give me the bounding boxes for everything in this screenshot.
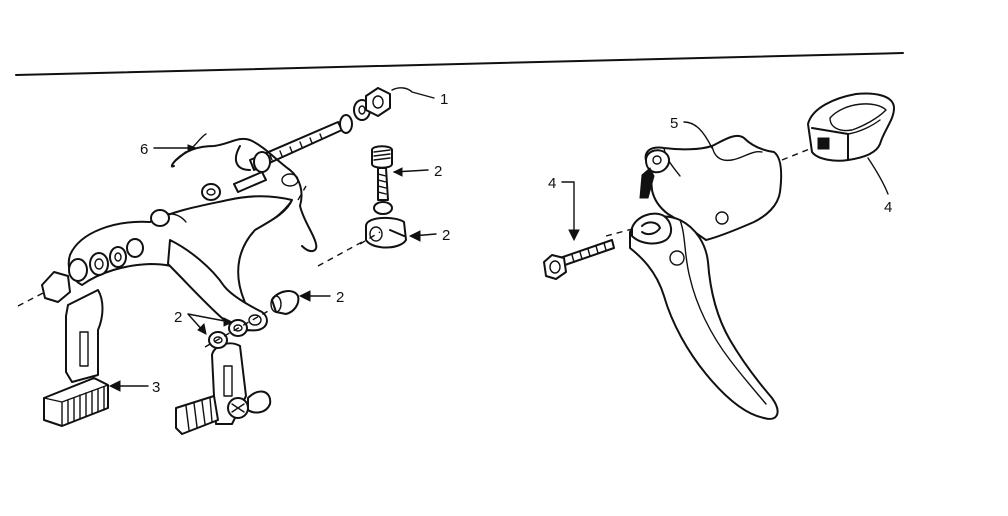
callout-4-clamp: 4 <box>884 199 892 216</box>
arm-hole <box>248 314 262 326</box>
shoe-wing <box>247 390 272 414</box>
housing-eye <box>645 149 670 174</box>
bolt-washer <box>339 114 353 134</box>
housing-hole <box>715 211 729 225</box>
callout-2-washers: 2 <box>174 309 182 326</box>
threaded-shaft <box>233 171 267 193</box>
callout-3: 3 <box>152 379 160 396</box>
shaft-washer <box>201 183 221 201</box>
separator-line <box>15 52 904 76</box>
callout-5: 5 <box>670 115 678 132</box>
lever-hole <box>669 250 685 266</box>
pivot-washer <box>109 246 127 268</box>
return-spring <box>175 137 318 252</box>
caliper-arm-lower <box>167 239 268 332</box>
callouts: 1 6 2 2 2 2 3 4 4 5 <box>108 87 892 396</box>
pivot-washer <box>150 209 170 227</box>
brake-shoe-holder-left <box>65 289 104 383</box>
callout-6: 6 <box>140 141 148 158</box>
brake-pad-ribs <box>67 386 105 424</box>
brake-pad-right <box>175 395 219 435</box>
cap-nut <box>271 290 300 315</box>
brake-lever-assembly <box>543 92 895 420</box>
bolt-head <box>253 151 271 173</box>
callout-2-adjuster: 2 <box>434 163 442 180</box>
pivot-bolt-head <box>543 254 567 280</box>
callout-2-capnut: 2 <box>336 289 344 306</box>
callout-4-bolt: 4 <box>548 175 556 192</box>
pivot-washer <box>68 258 88 282</box>
clamp-screw <box>817 137 830 150</box>
pivot-washer <box>126 238 144 258</box>
lever-pivot-boss <box>631 212 672 245</box>
cable-anchor <box>365 216 407 249</box>
adjuster-locknut <box>373 201 393 215</box>
pivot-washer <box>89 252 109 276</box>
pivot-nut <box>41 271 71 303</box>
callout-2-anchor: 2 <box>442 227 450 244</box>
callout-1: 1 <box>440 91 448 108</box>
top-nut <box>365 87 391 117</box>
adjuster-shaft <box>377 167 389 201</box>
pivot-bolt <box>559 239 615 267</box>
caliper-brake <box>17 87 407 435</box>
handlebar-clamp <box>807 92 895 162</box>
